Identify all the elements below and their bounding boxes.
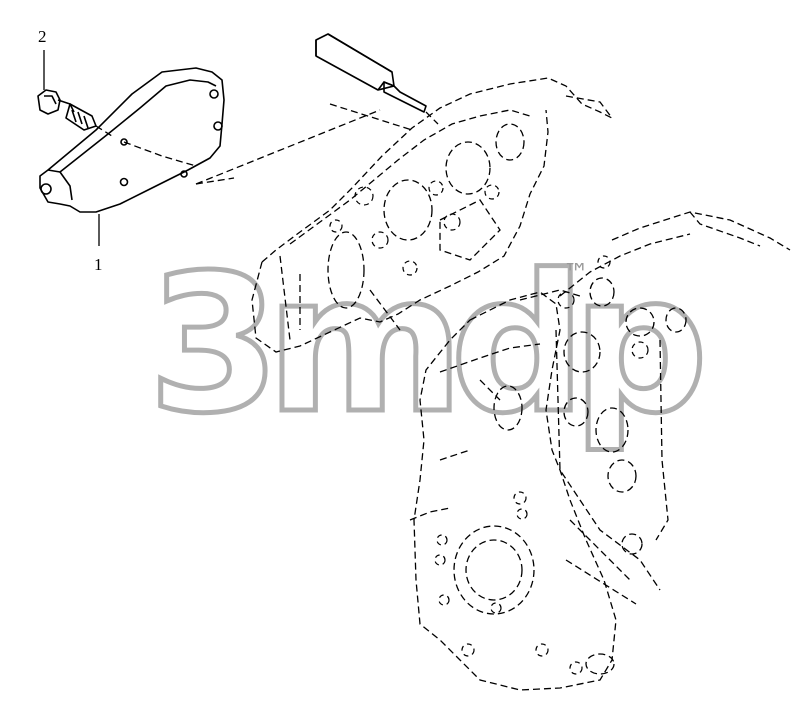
watermark: 3mdp ™ (146, 232, 717, 458)
callout-label-1: 1 (94, 255, 103, 274)
part-2-bolt (37, 89, 113, 137)
watermark-trademark: ™ (563, 259, 589, 289)
part-1-bracket (39, 67, 413, 213)
engine-block-outline (251, 77, 791, 691)
watermark-logo: 3mdp (148, 234, 700, 455)
callout-label-2: 2 (38, 27, 47, 46)
callout-1: 1 (94, 214, 103, 274)
sensor-component (315, 33, 439, 125)
callout-2: 2 (38, 27, 47, 90)
